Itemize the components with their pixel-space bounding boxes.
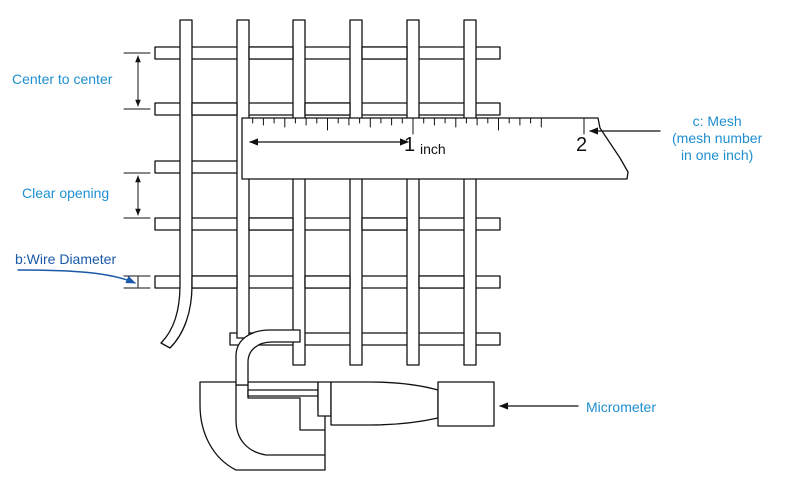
ruler-mark-2: 2 xyxy=(576,134,588,156)
mesh-label: c: Mesh (mesh number in one inch) xyxy=(672,113,763,163)
wire-diameter-label: b:Wire Diameter xyxy=(15,251,117,267)
wire-diameter-leader xyxy=(17,269,136,284)
center-to-center-label: Center to center xyxy=(12,71,113,87)
bent-wire xyxy=(160,19,193,349)
dimension-marks xyxy=(123,52,151,289)
vertical-wires xyxy=(236,19,477,366)
ruler-mark-1: 1 xyxy=(404,134,416,156)
ruler-ticks xyxy=(241,117,585,135)
micrometer-label: Micrometer xyxy=(586,399,657,415)
micrometer xyxy=(199,329,495,471)
ruler xyxy=(241,117,629,180)
ruler-unit: inch xyxy=(420,141,446,157)
clear-opening-label: Clear opening xyxy=(22,185,110,201)
weave-overlay xyxy=(191,46,465,289)
horizontal-wires xyxy=(154,46,501,346)
